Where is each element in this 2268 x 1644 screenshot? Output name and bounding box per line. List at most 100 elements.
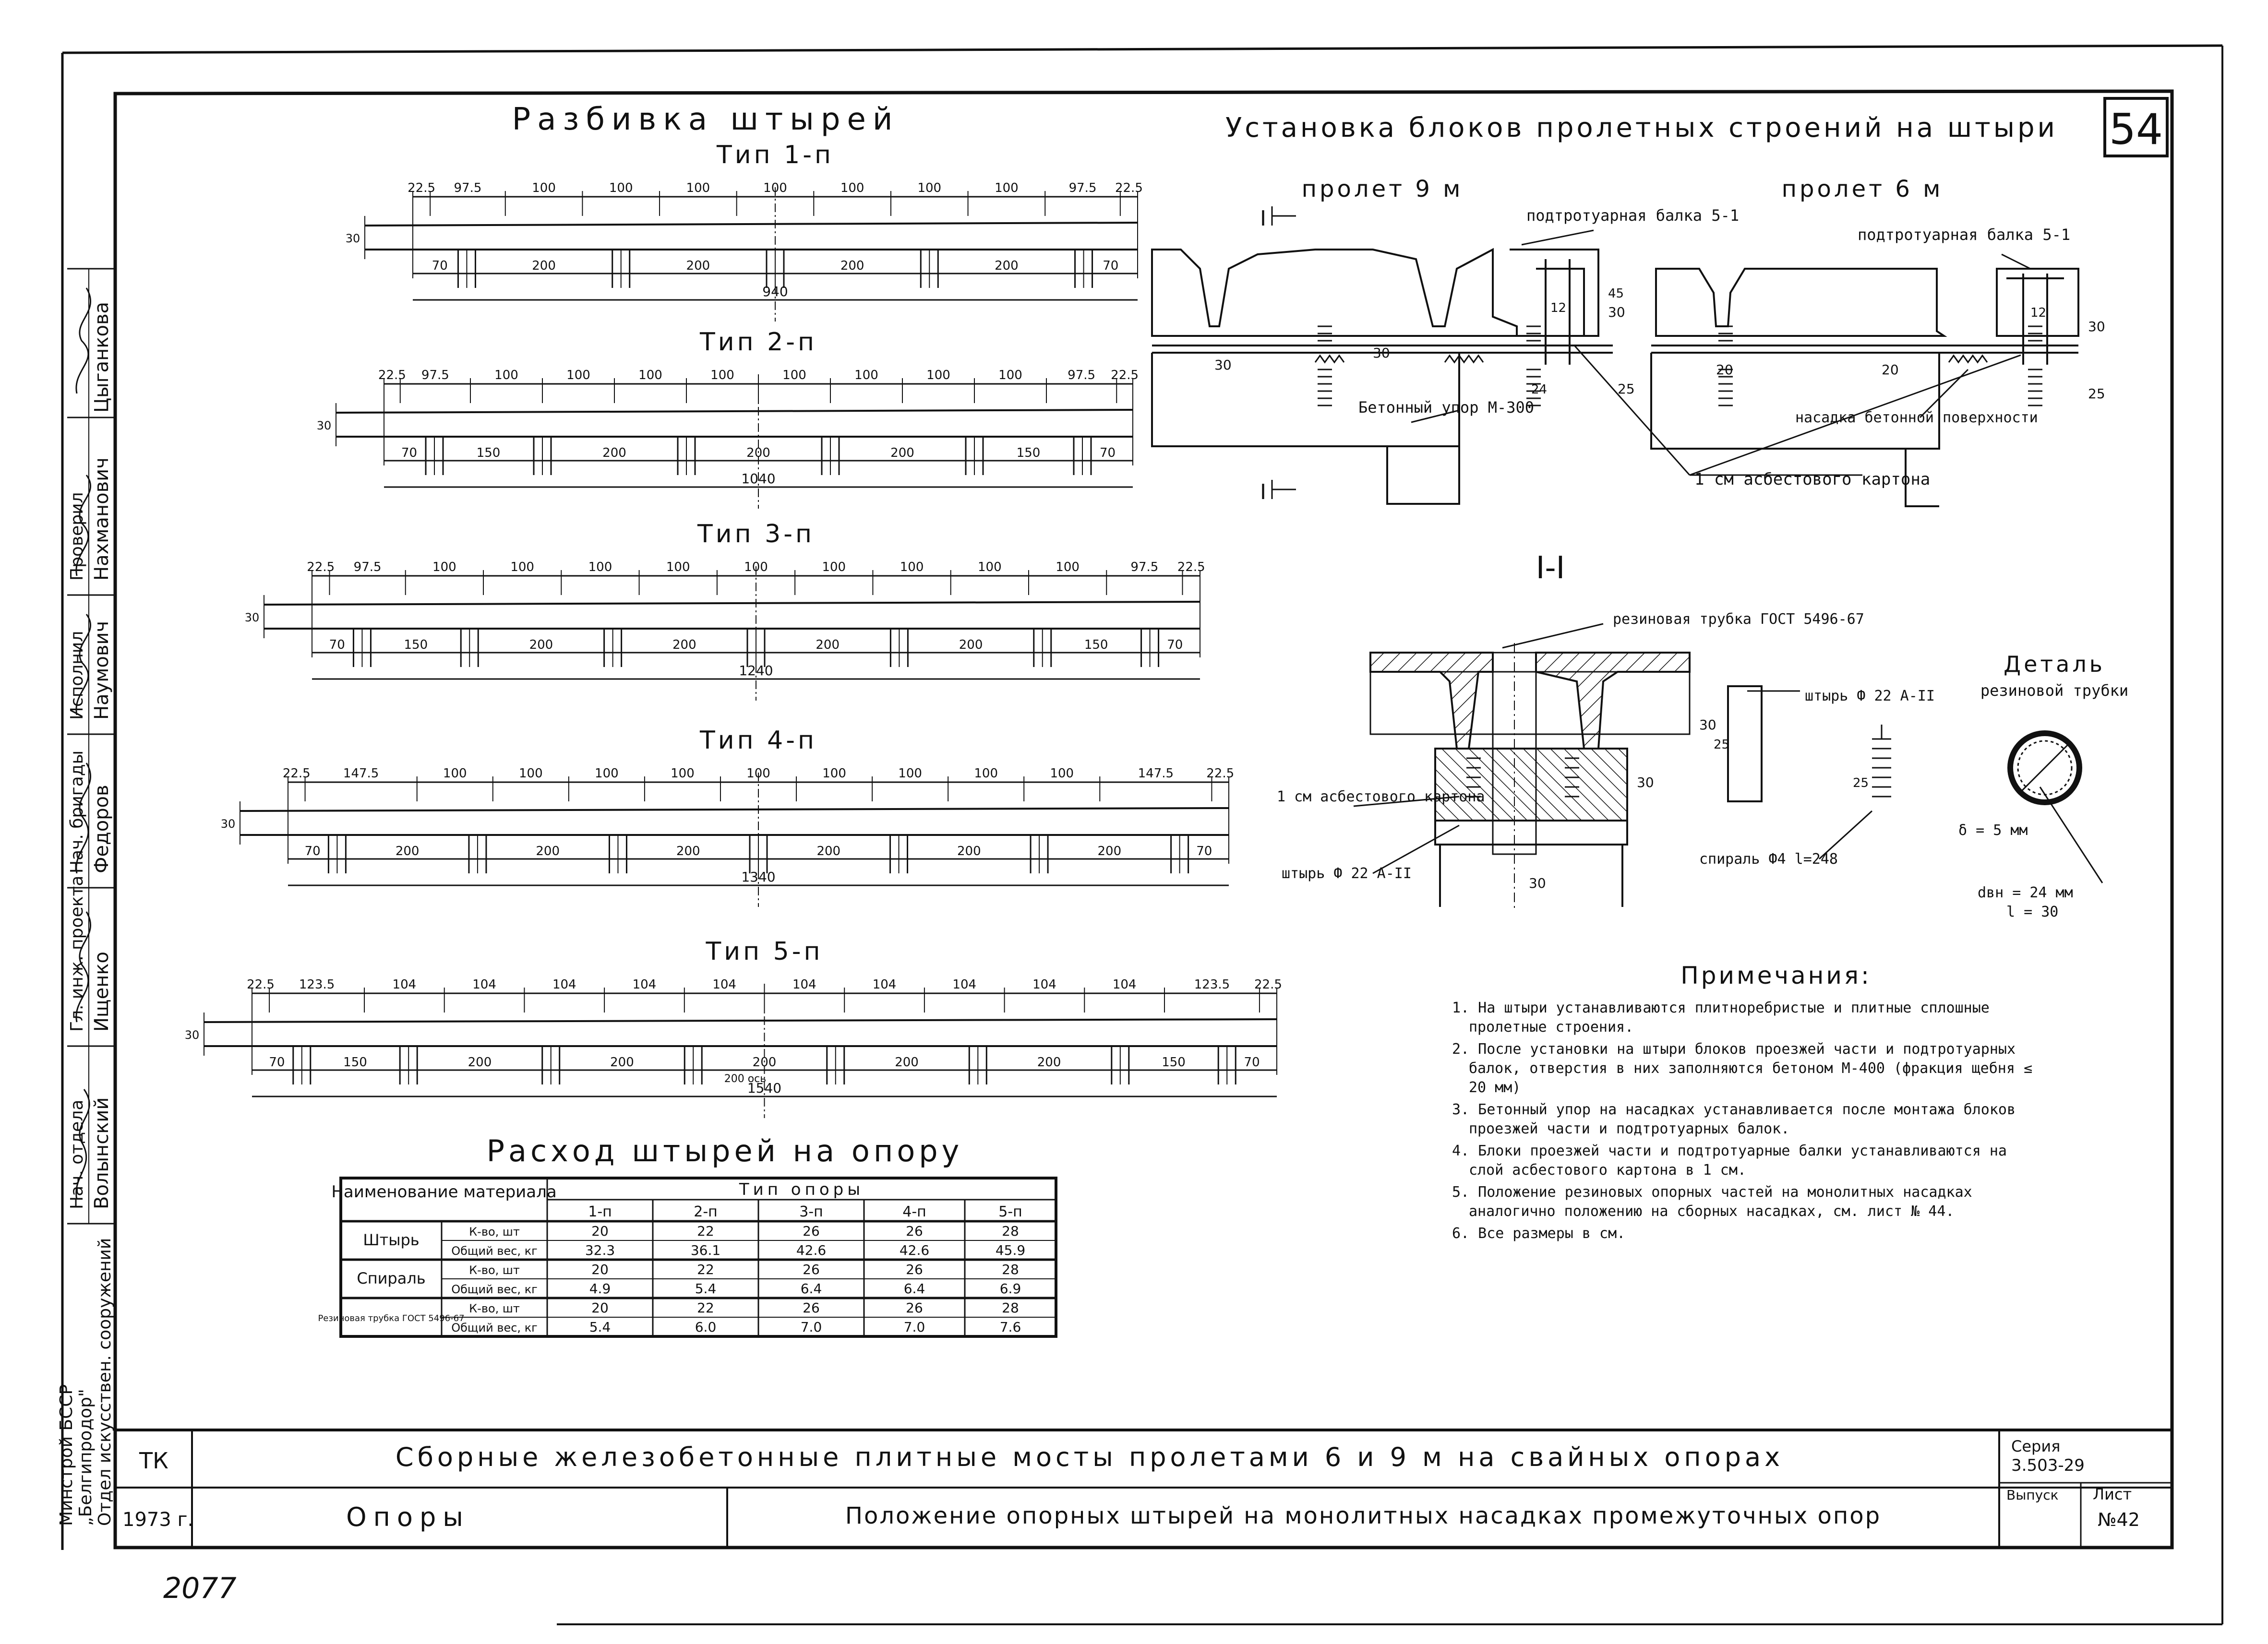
section-label-spiral: спираль Ф4 l=248 <box>1699 851 1838 868</box>
sidebar: Нач. отдела Гл. инж. проекта Нач. бригад… <box>57 94 117 1548</box>
table-cell: 6.9 <box>1000 1281 1021 1297</box>
note-item: 5. Положение резиновых опорных частей на… <box>1452 1184 1972 1220</box>
stamp-series: 3.503-29 <box>2011 1456 2085 1475</box>
section-label-pin-right: штырь Ф 22 А-II <box>1805 688 1935 704</box>
bottom-dim: 200 <box>1098 844 1122 858</box>
top-dim: 100 <box>898 766 922 781</box>
bottom-dim: 200 <box>746 446 770 460</box>
table-type-header: 2-п <box>694 1203 718 1220</box>
bottom-dim: 70 <box>401 446 417 460</box>
pin-layout-title: Разбивка штырей <box>512 102 900 137</box>
type-title: Тип 5-п <box>706 937 823 966</box>
center-note: 200 ось <box>724 1073 767 1085</box>
sidebar-role-2: Гл. инж. проекта <box>67 876 87 1032</box>
top-dim: 100 <box>532 181 556 195</box>
top-dim: 22.5 <box>378 368 406 382</box>
sidebar-role-3: Нач. бригады <box>67 751 87 873</box>
span-9m-section-mark-top: I <box>1260 206 1266 231</box>
total-dim: 1040 <box>741 471 775 487</box>
notes: Примечания: 1. На штыри устанавливаются … <box>1452 962 2032 1242</box>
table-cell: 26 <box>803 1300 820 1316</box>
bottom-dim: 200 <box>602 446 626 460</box>
height-dim: 30 <box>346 232 360 245</box>
top-dim: 22.5 <box>307 560 335 574</box>
top-dim: 100 <box>822 560 846 574</box>
type-title: Тип 4-п <box>699 726 817 755</box>
top-dim: 104 <box>552 977 576 992</box>
bottom-dim: 70 <box>432 259 448 273</box>
span-6m-drawing: пролет 6 м подтротуарная балка 5-1 н <box>1650 176 2105 507</box>
note-item: 4. Блоки проезжей части и подтротуарные … <box>1452 1143 2007 1179</box>
top-dim: 100 <box>995 181 1019 195</box>
table-unit: Общий вес, кг <box>451 1244 538 1258</box>
detail-inner-diameter: dвн = 24 мм <box>1978 884 2073 901</box>
top-dim: 104 <box>633 977 657 992</box>
bottom-dim: 150 <box>1017 446 1041 460</box>
table-header-name: Наименование материала <box>331 1182 556 1202</box>
bottom-dim: 150 <box>1162 1055 1186 1070</box>
table-group-name: Штырь <box>363 1231 419 1249</box>
total-dim: 1340 <box>741 869 775 885</box>
top-dim: 100 <box>854 368 878 382</box>
table-cell: 26 <box>906 1223 923 1239</box>
bottom-dim: 200 <box>840 259 864 273</box>
sidebar-org-2: „Белгипродор" <box>76 1389 96 1526</box>
bottom-dim: 200 <box>1037 1055 1061 1070</box>
top-dim: 100 <box>1050 766 1074 781</box>
section-dim-3: 30 <box>1637 774 1654 790</box>
span-9m-label-beam: подтротуарная балка 5-1 <box>1526 206 1739 225</box>
table-cell: 28 <box>1002 1300 1019 1316</box>
top-dim: 104 <box>393 977 417 992</box>
total-dim: 940 <box>762 284 788 299</box>
note-item: 6. Все размеры в см. <box>1452 1225 1625 1242</box>
detail-title: Деталь <box>2004 651 2105 677</box>
height-dim: 30 <box>185 1028 200 1042</box>
table-type-header: 5-п <box>998 1203 1022 1220</box>
tube-detail: Деталь резиновой трубки δ = 5 мм dвн = 2… <box>1958 651 2128 920</box>
top-dim: 100 <box>710 368 734 382</box>
bottom-dim: 200 <box>957 844 981 858</box>
top-dim: 100 <box>595 766 619 781</box>
top-dim: 100 <box>432 560 456 574</box>
bottom-dim: 200 <box>532 259 556 273</box>
bottom-dim: 200 <box>816 638 840 652</box>
bottom-dim: 200 <box>529 638 553 652</box>
stamp-sheet-number: №42 <box>2098 1509 2140 1530</box>
top-dim: 100 <box>686 181 710 195</box>
stamp-tk: ТК <box>139 1448 168 1474</box>
span-6m-dim-3: 30 <box>2088 319 2105 334</box>
table-cell: 26 <box>803 1262 820 1277</box>
top-dim: 100 <box>978 560 1002 574</box>
stamp-year: 1973 г. <box>122 1509 193 1531</box>
table-cell: 20 <box>591 1300 609 1316</box>
top-dim: 22.5 <box>1254 977 1282 992</box>
height-dim: 30 <box>245 611 260 624</box>
top-dim: 100 <box>638 368 662 382</box>
section-dim-1: 30 <box>1529 875 1546 891</box>
table-cell: 6.4 <box>904 1281 925 1297</box>
top-dim: 100 <box>1056 560 1080 574</box>
bottom-dim: 70 <box>305 844 321 858</box>
span-9m-drawing: пролет 9 м I <box>1151 176 1739 505</box>
top-dim: 104 <box>952 977 976 992</box>
bottom-dim: 200 <box>468 1055 492 1070</box>
span-6m-dim-5: 12 <box>2030 306 2046 320</box>
span-9m-dim-7: 24 <box>1531 382 1547 397</box>
top-dim: 100 <box>917 181 941 195</box>
top-dim: 104 <box>1113 977 1137 992</box>
top-dim: 100 <box>840 181 864 195</box>
top-dim: 22.5 <box>283 766 311 781</box>
stamp-section: Опоры <box>346 1502 470 1532</box>
top-dim: 147.5 <box>343 766 379 781</box>
bottom-dim: 70 <box>1167 638 1183 652</box>
top-dim: 22.5 <box>408 181 435 195</box>
bottom-dim: 70 <box>1244 1055 1260 1070</box>
table-cell: 26 <box>906 1262 923 1277</box>
section-label-tube: резиновая трубка ГОСТ 5496-67 <box>1613 611 1864 628</box>
span-9m-section-mark-bottom: I <box>1260 480 1266 504</box>
top-dim: 104 <box>873 977 897 992</box>
span-9m-dim-2: 30 <box>1373 345 1390 361</box>
